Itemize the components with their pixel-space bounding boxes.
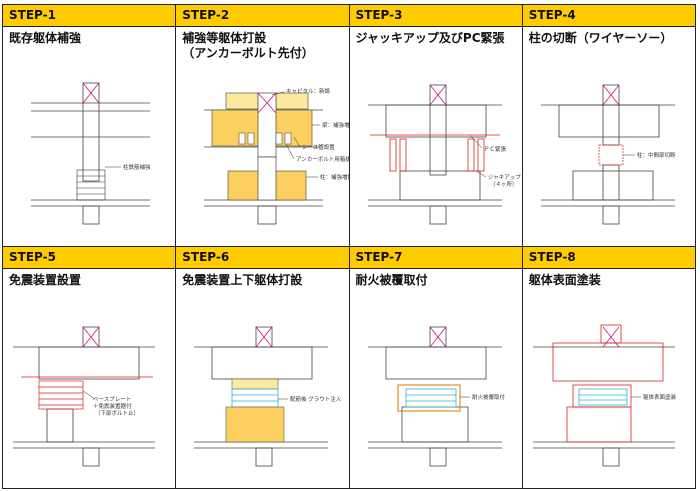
step-header: STEP-2 (176, 5, 349, 27)
step-3-diagram: ＰＣ緊張 ジャキアップ （４ヶ所） (367, 84, 521, 225)
step-6-panel: STEP-6 免震装置上下躯体打設 配筋後 グラウト注入 (176, 247, 350, 489)
step-8-panel: STEP-8 躯体表面塗装 (522, 247, 696, 489)
annotation: （４ヶ所） (490, 180, 518, 188)
steps-grid: STEP-1 既存躯体補強 柱鉄筋補強 (2, 4, 696, 489)
annotation: キャピタル：新設 (286, 87, 331, 95)
annotation: 配筋後 グラウト注入 (290, 395, 342, 403)
annotation: 柱：中間部切断 (637, 151, 676, 159)
annotation: 柱：補強増打ち (320, 173, 349, 181)
step-title: 躯体表面塗装 (528, 273, 601, 287)
step-title: 免震装置設置 (9, 273, 82, 287)
annotation: （下部ボルト止） (95, 409, 139, 417)
step-title: 耐火被覆取付 (355, 273, 428, 287)
step-header: STEP-6 (176, 247, 349, 269)
step-header: STEP-4 (522, 5, 695, 27)
step-header: STEP-3 (349, 5, 522, 27)
step-3-panel: STEP-3 ジャッキアップ及びPC緊張 ＰＣ緊張 (349, 5, 523, 247)
step-header: STEP-7 (349, 247, 522, 269)
step-7-panel: STEP-7 耐火被覆取付 耐火被覆取付 (349, 247, 523, 489)
annotation: 柱鉄筋補強 (123, 163, 151, 171)
annotation: アンカーボルト用箱抜き (296, 155, 349, 163)
step-header: STEP-8 (522, 247, 695, 269)
annotation: 躯体表面塗装 (643, 393, 677, 401)
step-7-diagram: 耐火被覆取付 (367, 326, 506, 467)
annotation: 梁：補強増打ち (322, 121, 349, 129)
step-header: STEP-5 (3, 247, 176, 269)
step-1-panel: STEP-1 既存躯体補強 柱鉄筋補強 (3, 5, 177, 247)
step-5-diagram: ベースプレート ＋免震装置据付 （下部ボルト止） (13, 326, 155, 467)
step-4-diagram: 柱：中間部切断 (540, 84, 676, 225)
step-5-panel: STEP-5 免震装置設置 ベ (3, 247, 177, 489)
annotation: ＋免震装置据付 (93, 402, 132, 410)
step-title: 柱の切断（ワイヤーソー） (528, 31, 673, 45)
step-1-diagram: 柱鉄筋補強 (31, 82, 151, 225)
step-title: 免震装置上下躯体打設 (182, 273, 303, 287)
step-6-diagram: 配筋後 グラウト注入 (194, 326, 342, 467)
annotation: シース管設置 (302, 143, 335, 151)
annotation: ＰＣ緊張 (484, 146, 507, 153)
annotation: 耐火被覆取付 (472, 393, 506, 401)
step-2-panel: STEP-2 補強等躯体打設 （アンカーボルト先付） (176, 5, 350, 247)
annotation: ジャキアップ (488, 174, 521, 181)
step-4-panel: STEP-4 柱の切断（ワイヤーソー） 柱：中間部切断 (522, 5, 696, 247)
step-title: 既存躯体補強 (9, 31, 82, 45)
annotation: ベースプレート (93, 396, 131, 403)
step-title: 補強等躯体打設 （アンカーボルト先付） (182, 31, 314, 60)
step-title: ジャッキアップ及びPC緊張 (355, 31, 505, 45)
step-2-diagram: キャピタル：新設 梁：補強増打ち シース管設置 アンカーボルト用箱抜き 柱：補強… (204, 87, 349, 225)
step-8-diagram: 躯体表面塗装 (532, 324, 677, 467)
step-header: STEP-1 (3, 5, 176, 27)
